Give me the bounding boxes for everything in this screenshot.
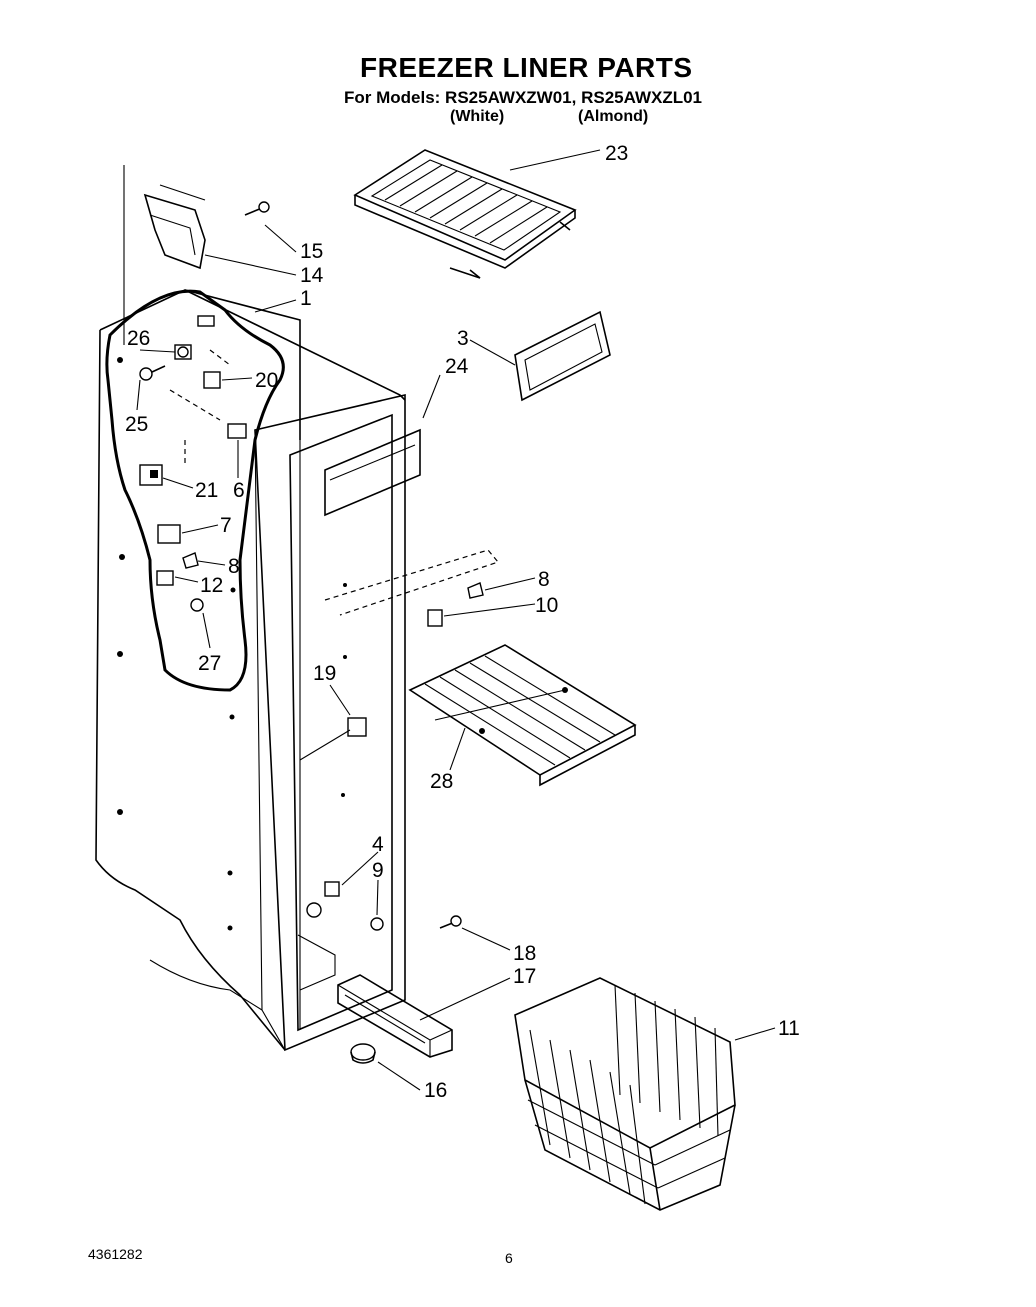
page-title: FREEZER LINER PARTS [360, 52, 693, 83]
frame-3 [514, 310, 611, 402]
color-almond-label: (Almond) [578, 108, 649, 125]
part-7 [157, 524, 181, 544]
callout-23: 23 [605, 142, 628, 165]
basket-11 [514, 977, 736, 1211]
callout-3: 3 [457, 327, 469, 350]
part-10 [427, 609, 443, 627]
callout-9: 9 [372, 859, 384, 882]
part-12 [156, 570, 174, 586]
part-8-left [182, 552, 199, 569]
switch-21 [139, 464, 163, 486]
callout-21: 21 [195, 479, 218, 502]
callout-19: 19 [313, 662, 336, 685]
screw-15 [244, 201, 270, 216]
rail-24 [324, 428, 421, 517]
model-numbers: For Models: RS25AWXZW01, RS25AWXZL01 [344, 88, 703, 107]
page-number: 6 [505, 1250, 513, 1266]
screw-18 [439, 915, 462, 929]
part-27 [190, 598, 204, 612]
part-4 [306, 881, 340, 918]
callout-8-right: 8 [538, 568, 550, 591]
callout-labels: 23 15 14 1 3 24 26 20 25 21 6 7 8 12 27 … [125, 142, 800, 1102]
bulb-25 [139, 365, 166, 381]
callout-6: 6 [233, 479, 245, 502]
callout-28: 28 [430, 770, 453, 793]
callout-1: 1 [300, 287, 312, 310]
part-6 [227, 423, 247, 439]
callout-25: 25 [125, 413, 148, 436]
callout-20: 20 [255, 369, 278, 392]
label-plate [197, 315, 215, 327]
callout-11: 11 [778, 1017, 800, 1040]
freezer-liner [95, 289, 406, 1052]
wiring-harness [105, 289, 285, 692]
wire-shelf-28 [408, 644, 637, 787]
callout-4: 4 [372, 833, 384, 856]
callout-16: 16 [424, 1079, 447, 1102]
screw-9 [370, 917, 384, 931]
document-number: 4361282 [88, 1246, 143, 1262]
callout-26: 26 [127, 327, 150, 350]
callout-15: 15 [300, 240, 323, 263]
color-white-label: (White) [450, 108, 505, 125]
switch-26 [174, 344, 192, 360]
callout-14: 14 [300, 264, 324, 287]
part-8-right [467, 582, 484, 599]
callout-10: 10 [535, 594, 558, 617]
socket-20 [203, 371, 221, 389]
callout-17: 17 [513, 965, 536, 988]
plug-16 [350, 1043, 376, 1064]
bracket-14 [143, 184, 206, 270]
leader-lines [136, 149, 776, 1091]
callout-7: 7 [220, 514, 232, 537]
callout-12: 12 [200, 574, 223, 597]
callout-18: 18 [513, 942, 536, 965]
mounting-holes [117, 357, 347, 931]
cover-17 [337, 974, 453, 1058]
shelf-23 [353, 149, 577, 279]
callout-24: 24 [445, 355, 469, 378]
part-19 [299, 717, 367, 761]
callout-8-left: 8 [228, 555, 240, 578]
callout-27: 27 [198, 652, 221, 675]
